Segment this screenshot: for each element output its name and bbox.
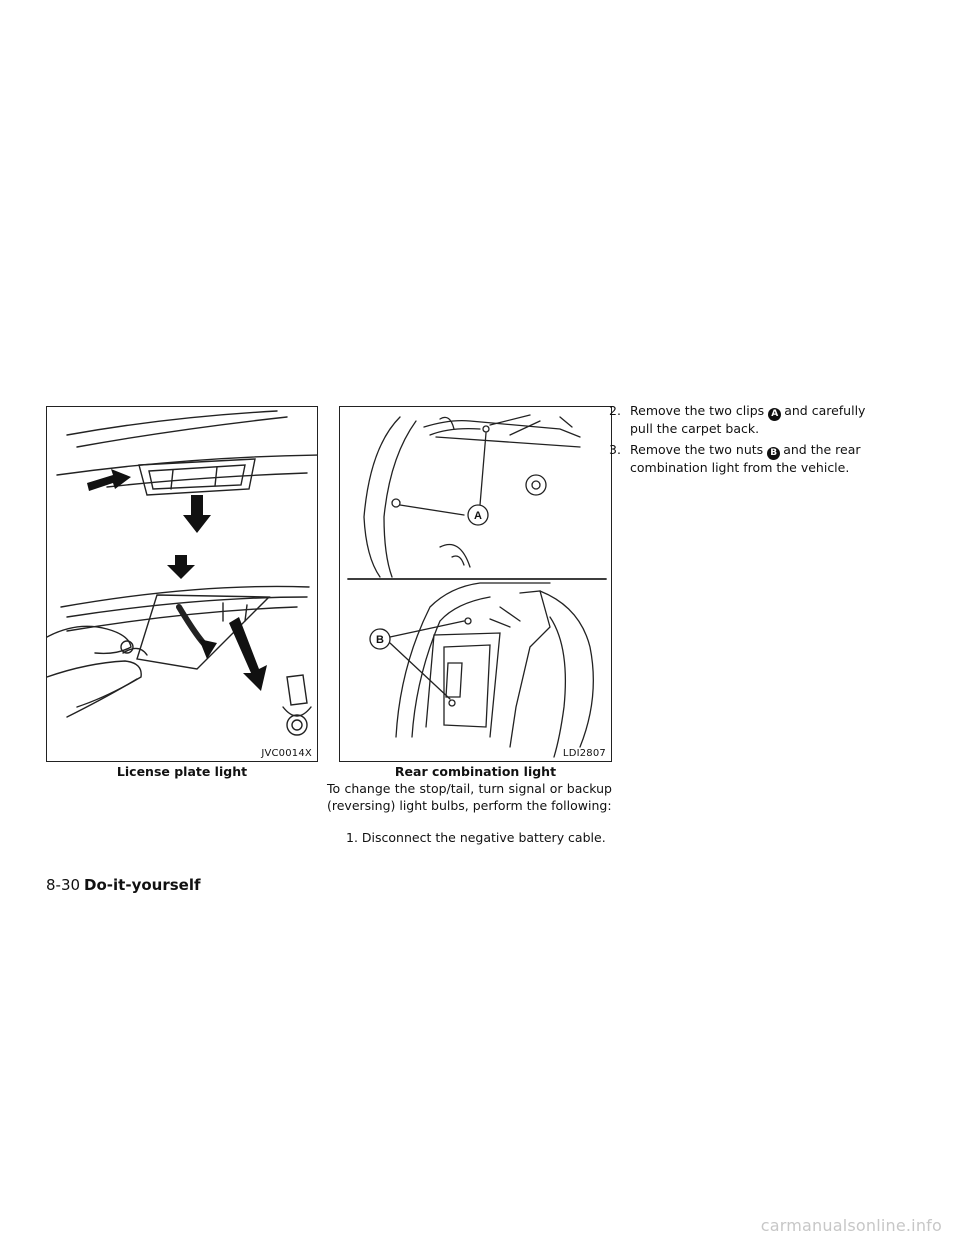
figure-code: LDI2807	[562, 748, 606, 759]
step-text: Disconnect the negative battery cable.	[361, 830, 606, 845]
license-plate-light-illustration	[47, 410, 317, 736]
step-number: 3.	[609, 442, 621, 457]
step-text: and carefully	[784, 403, 866, 418]
clip-marker-a: A	[768, 407, 782, 421]
callout-label-a: A	[474, 510, 482, 522]
nut-marker-b: B	[767, 446, 781, 460]
figure-caption: License plate light	[116, 764, 248, 779]
page-number: 8-30	[46, 876, 81, 894]
step-1: 1. Disconnect the negative battery cable…	[346, 830, 616, 847]
watermark: carmanualsonline.info	[760, 1216, 942, 1235]
step-text-continued: combination light from the vehicle.	[630, 459, 850, 475]
rear-combination-light-illustration: A B	[347, 414, 607, 758]
step-number: 2.	[609, 403, 621, 418]
license-plate-light-figure: JVC0014X	[46, 406, 318, 762]
rear-combination-light-figure: A B LDI2807	[339, 406, 612, 762]
callout-label-b: B	[376, 634, 384, 646]
step-text: Remove the two nuts	[630, 442, 764, 457]
step-text: Remove the two clips	[630, 403, 765, 418]
section-title: Do-it-yourself	[84, 876, 201, 894]
figure-code: JVC0014X	[261, 748, 312, 759]
step-text-continued: pull the carpet back.	[630, 420, 760, 436]
figure-caption: Rear combination light	[394, 764, 557, 779]
step-text: and the rear	[783, 442, 861, 457]
step-number: 1.	[346, 830, 358, 845]
intro-paragraph: To change the stop/tail, turn signal or …	[327, 781, 612, 813]
